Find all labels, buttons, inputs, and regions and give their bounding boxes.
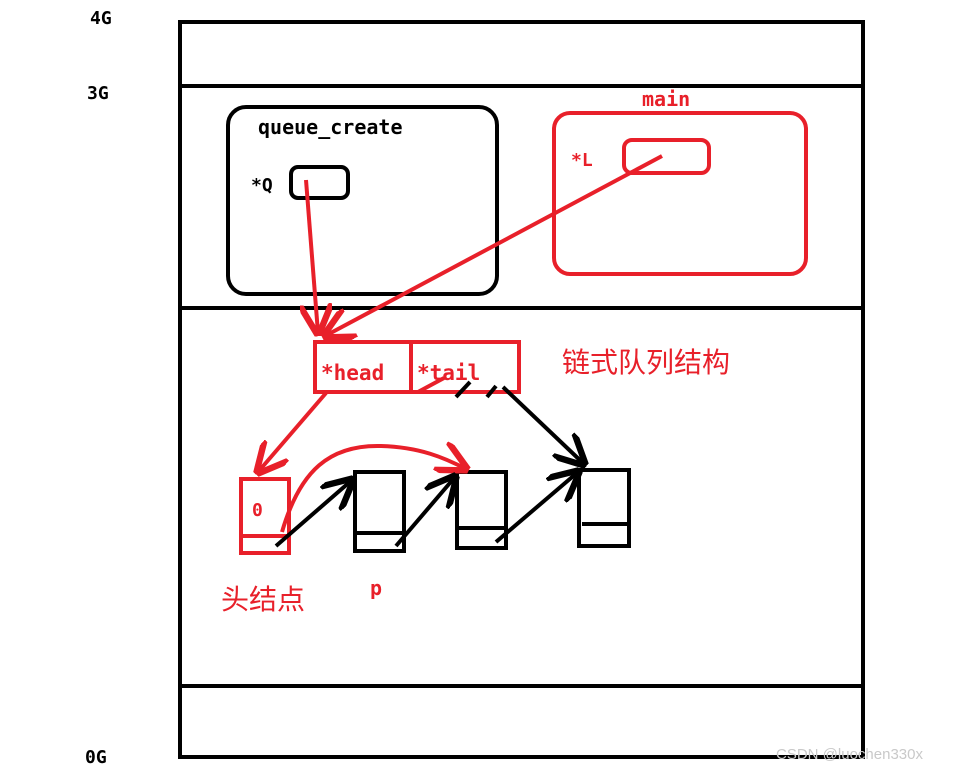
tail-mark-2 xyxy=(485,384,498,399)
arrow-l-to-queue-struct xyxy=(325,154,663,336)
queue-struct-caption: 链式队列结构 xyxy=(562,346,730,379)
address-label-0g: 0G xyxy=(85,747,107,768)
pointer-q-box xyxy=(289,165,350,200)
main-frame xyxy=(552,111,808,276)
data-node-1-box xyxy=(353,470,406,553)
head-node-caption: 头结点 xyxy=(221,583,305,616)
arrow-head-node-to-node-2 xyxy=(280,446,466,533)
data-node-3-box xyxy=(577,468,631,548)
arrow-q-to-queue-struct xyxy=(306,179,318,333)
arrow-head-node-to-node-1 xyxy=(274,480,352,548)
pointer-l-label: *L xyxy=(571,150,593,171)
arrow-node-1-to-node-2 xyxy=(394,477,455,548)
tail-field-label: *tail xyxy=(417,361,480,385)
pointer-p-label: p xyxy=(370,576,382,600)
arrow-head-to-head-node xyxy=(258,391,328,472)
watermark: CSDN @luochen330x xyxy=(776,746,923,763)
main-title: main xyxy=(642,87,690,111)
queue-create-title: queue_create xyxy=(258,115,403,139)
memory-frame xyxy=(178,20,865,759)
arrow-tail-to-node-3 xyxy=(501,385,584,464)
queue-struct-box xyxy=(313,340,521,394)
data-node-2-box xyxy=(455,470,508,550)
head-field-label: *head xyxy=(321,361,384,385)
address-label-4g: 4G xyxy=(90,8,112,29)
pointer-q-label: *Q xyxy=(251,175,273,196)
arrow-node-2-to-node-3 xyxy=(494,472,578,544)
arrow-tail-to-head-node xyxy=(417,376,445,394)
queue-create-frame xyxy=(226,105,499,296)
head-node-value: 0 xyxy=(252,500,263,521)
address-label-3g: 3G xyxy=(87,83,109,104)
pointer-l-box xyxy=(622,138,711,175)
tail-mark-1 xyxy=(454,380,472,399)
